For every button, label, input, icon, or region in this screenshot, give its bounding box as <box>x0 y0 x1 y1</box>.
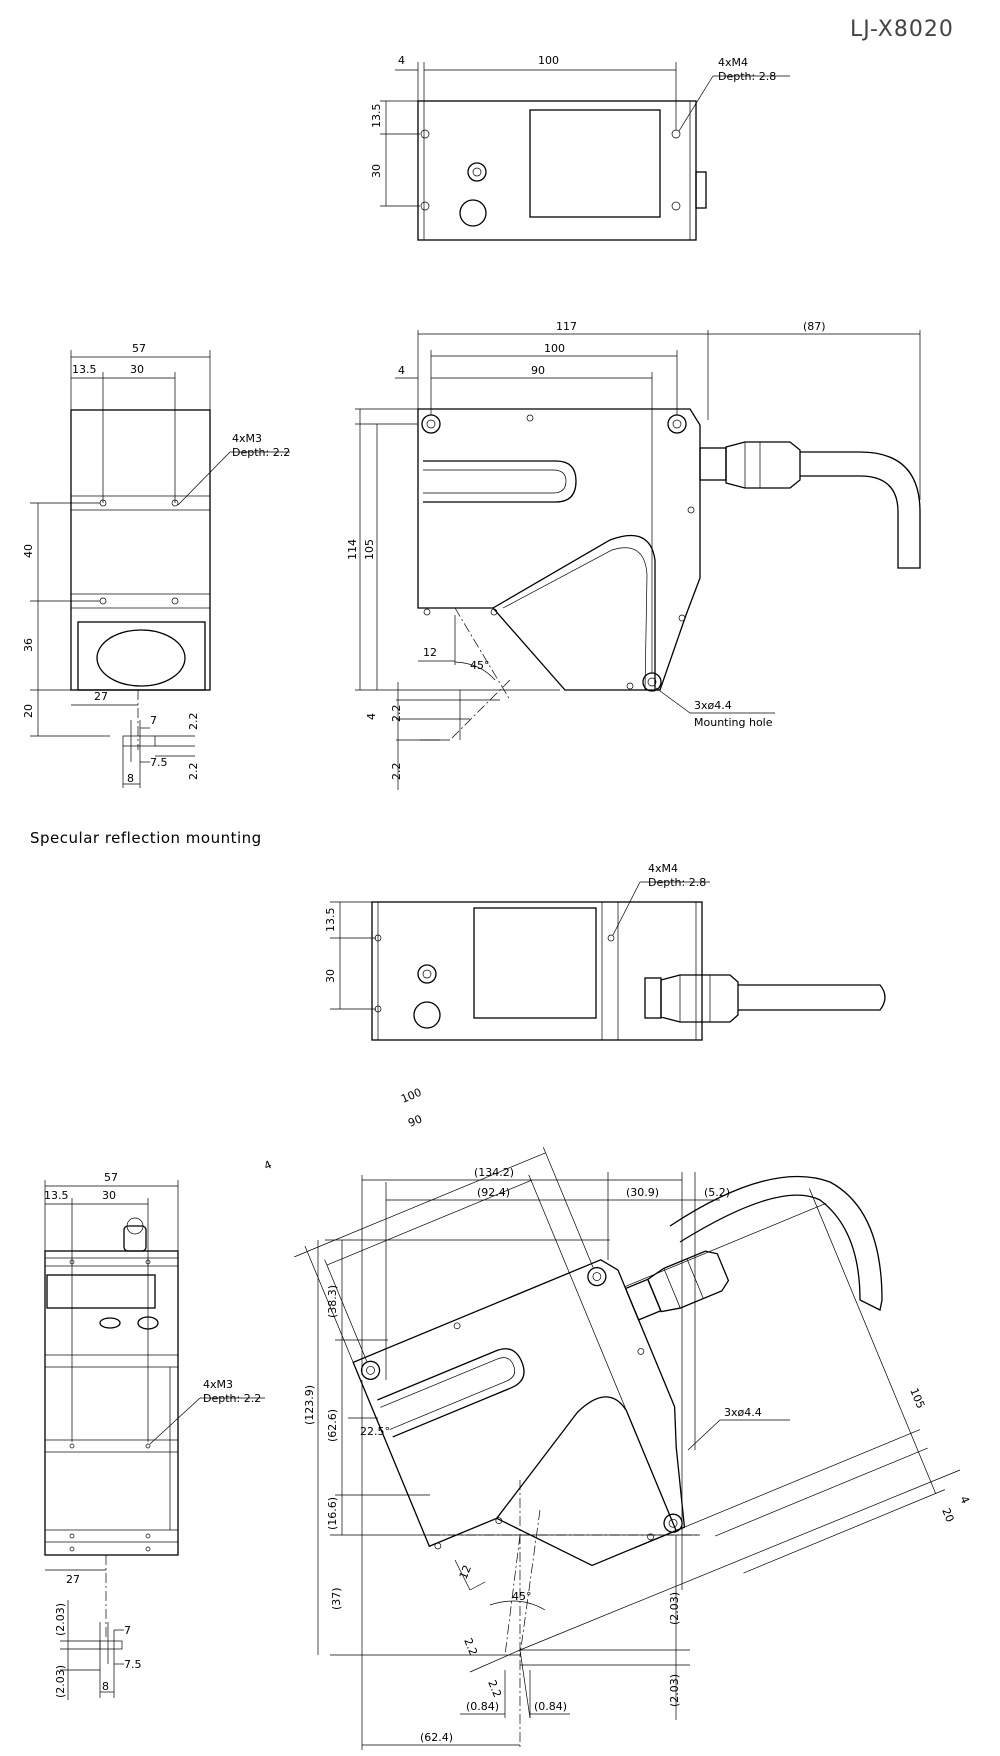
svg-text:(37): (37) <box>330 1587 343 1610</box>
svg-text:27: 27 <box>94 690 108 703</box>
svg-text:(92.4): (92.4) <box>477 1186 510 1199</box>
svg-text:(2.03): (2.03) <box>668 1674 681 1707</box>
svg-text:Depth: 2.8: Depth: 2.8 <box>648 876 706 889</box>
svg-text:13.5: 13.5 <box>370 104 383 129</box>
svg-text:8: 8 <box>127 772 134 785</box>
svg-text:114: 114 <box>346 539 359 560</box>
svg-text:2.2: 2.2 <box>187 763 200 781</box>
svg-text:4xM3: 4xM3 <box>203 1378 233 1391</box>
svg-text:22.5°: 22.5° <box>360 1425 390 1438</box>
model-title: LJ-X8020 <box>850 17 954 42</box>
svg-text:4: 4 <box>398 364 405 377</box>
svg-text:40: 40 <box>22 544 35 558</box>
svg-text:(134.2): (134.2) <box>474 1166 514 1179</box>
svg-text:4: 4 <box>365 713 378 720</box>
svg-text:3xø4.4: 3xø4.4 <box>724 1406 762 1419</box>
svg-text:4: 4 <box>398 54 405 67</box>
svg-text:13.5: 13.5 <box>72 363 97 376</box>
svg-text:45°: 45° <box>512 1590 532 1603</box>
side-view-2: 57 13.5 30 27 (2.03) (2.03) 7 7.5 8 4xM3… <box>44 1171 265 1700</box>
svg-text:(62.4): (62.4) <box>420 1731 453 1744</box>
svg-text:20: 20 <box>22 704 35 718</box>
svg-text:13.5: 13.5 <box>324 908 337 933</box>
svg-text:(87): (87) <box>803 320 826 333</box>
svg-text:3xø4.4: 3xø4.4 <box>694 699 732 712</box>
top-view-1: 100 4 13.5 30 4xM4 Depth: 2.8 <box>370 54 790 241</box>
svg-text:7.5: 7.5 <box>124 1658 142 1671</box>
svg-text:(2.03): (2.03) <box>54 1665 67 1698</box>
svg-text:2.2: 2.2 <box>187 713 200 731</box>
svg-text:90: 90 <box>406 1112 424 1129</box>
svg-text:Depth: 2.2: Depth: 2.2 <box>232 446 290 459</box>
svg-text:30: 30 <box>324 969 337 983</box>
svg-text:4xM4: 4xM4 <box>648 862 678 875</box>
svg-text:(30.9): (30.9) <box>626 1186 659 1199</box>
front-view-2: 100 90 4 105 4 20 (134.2) (92.4) (30.9) … <box>262 1086 972 1750</box>
section-title: Specular reflection mounting <box>30 829 262 847</box>
svg-text:57: 57 <box>132 342 146 355</box>
svg-text:30: 30 <box>370 164 383 178</box>
svg-text:30: 30 <box>130 363 144 376</box>
svg-text:7: 7 <box>150 714 157 727</box>
svg-text:105: 105 <box>363 539 376 560</box>
svg-text:(2.03): (2.03) <box>54 1603 67 1636</box>
svg-text:(16.6): (16.6) <box>326 1497 339 1530</box>
svg-text:90: 90 <box>531 364 545 377</box>
svg-text:(0.84): (0.84) <box>534 1700 567 1713</box>
svg-text:13.5: 13.5 <box>44 1189 69 1202</box>
svg-text:100: 100 <box>538 54 559 67</box>
svg-text:(5.2): (5.2) <box>704 1186 730 1199</box>
svg-text:20: 20 <box>939 1506 956 1524</box>
svg-text:Depth: 2.2: Depth: 2.2 <box>203 1392 261 1405</box>
svg-text:100: 100 <box>544 342 565 355</box>
svg-text:2.2: 2.2 <box>485 1678 504 1699</box>
svg-text:(62.6): (62.6) <box>326 1409 339 1442</box>
svg-text:4: 4 <box>262 1158 273 1173</box>
svg-text:30: 30 <box>102 1189 116 1202</box>
svg-text:2.2: 2.2 <box>390 763 403 781</box>
side-view-1: 57 13.5 30 40 36 20 27 7 7.5 8 2.2 2.2 4… <box>22 342 290 788</box>
svg-text:8: 8 <box>102 1680 109 1693</box>
svg-text:100: 100 <box>399 1086 423 1106</box>
svg-text:(2.03): (2.03) <box>668 1592 681 1625</box>
svg-text:4xM4: 4xM4 <box>718 56 748 69</box>
svg-text:Depth: 2.8: Depth: 2.8 <box>718 70 776 83</box>
svg-text:Mounting hole: Mounting hole <box>694 716 773 729</box>
svg-text:12: 12 <box>457 1563 474 1581</box>
svg-text:45°: 45° <box>470 659 490 672</box>
front-view-1: 117 (87) 100 90 4 114 105 12 45° 4 2.2 2… <box>346 320 921 790</box>
svg-text:7: 7 <box>124 1624 131 1637</box>
svg-text:105: 105 <box>907 1386 927 1410</box>
svg-text:36: 36 <box>22 638 35 652</box>
svg-text:57: 57 <box>104 1171 118 1184</box>
svg-text:(38.3): (38.3) <box>326 1285 339 1318</box>
svg-text:7.5: 7.5 <box>150 756 168 769</box>
svg-text:2.2: 2.2 <box>390 705 403 723</box>
svg-text:4xM3: 4xM3 <box>232 432 262 445</box>
svg-text:27: 27 <box>66 1573 80 1586</box>
top-view-2: 13.5 30 4xM4 Depth: 2.8 <box>324 862 886 1041</box>
svg-text:117: 117 <box>556 320 577 333</box>
svg-text:12: 12 <box>423 646 437 659</box>
svg-text:4: 4 <box>957 1494 972 1505</box>
svg-text:2.2: 2.2 <box>461 1636 480 1657</box>
svg-text:(123.9): (123.9) <box>303 1385 316 1425</box>
svg-text:(0.84): (0.84) <box>466 1700 499 1713</box>
